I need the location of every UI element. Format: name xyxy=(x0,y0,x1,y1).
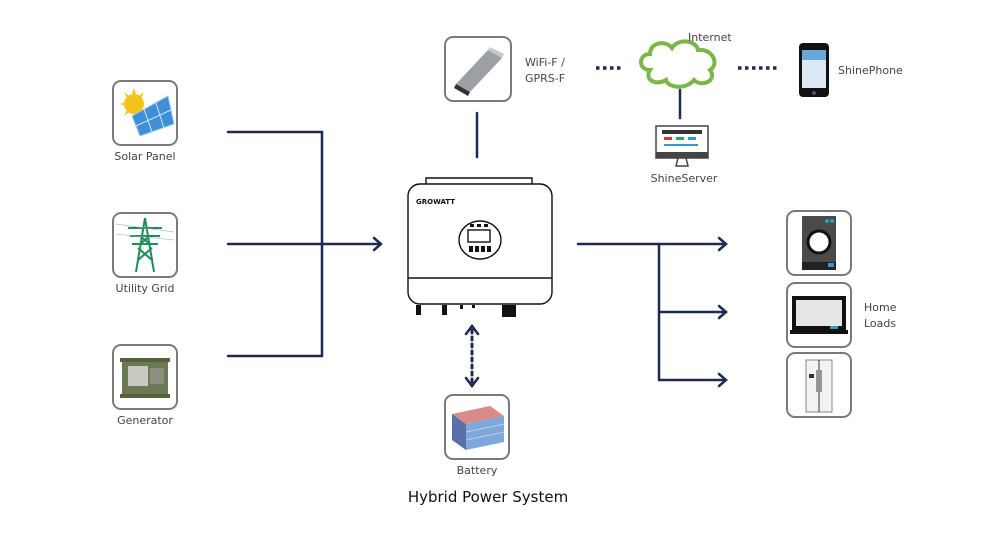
generator-icon xyxy=(120,358,170,398)
wifi-dongle-icon xyxy=(454,47,504,96)
internet-label: Internet xyxy=(688,31,732,44)
battery-tile xyxy=(444,394,510,460)
solar-line xyxy=(226,130,324,358)
diagram-title: Hybrid Power System xyxy=(407,488,569,506)
wifi-dongle-tile xyxy=(444,36,512,102)
home-loads-line-1: Home xyxy=(864,301,897,314)
battery-label: Battery xyxy=(456,464,498,477)
cloud-icon xyxy=(639,39,717,89)
power-tower-icon xyxy=(115,217,175,273)
television-icon xyxy=(790,296,848,334)
inverter-icon: GROWATT xyxy=(407,177,553,317)
home-loads-line-2: Loads xyxy=(864,317,897,330)
solar-panel-icon xyxy=(120,88,175,137)
washing-machine-tile xyxy=(786,210,852,276)
solar-panel-tile xyxy=(112,80,178,146)
shinephone-label: ShinePhone xyxy=(838,64,903,77)
wifi-dongle-label: WiFi-F / GPRS-F xyxy=(525,55,565,87)
washing-machine-icon xyxy=(802,216,836,270)
refrigerator-icon xyxy=(805,359,833,413)
shineserver-label: ShineServer xyxy=(650,172,718,185)
generator-tile xyxy=(112,344,178,410)
utility-grid-tile xyxy=(112,212,178,278)
utility-grid-label: Utility Grid xyxy=(115,282,175,295)
home-loads-label: Home Loads xyxy=(864,300,896,332)
battery-icon xyxy=(452,406,505,450)
wifi-label-line-1: WiFi-F / xyxy=(525,56,565,69)
inverter-brand: GROWATT xyxy=(416,198,455,206)
monitor-icon xyxy=(655,125,709,167)
load-bus xyxy=(576,242,728,382)
refrigerator-tile xyxy=(786,352,852,418)
inverter: GROWATT xyxy=(406,174,554,317)
television-tile xyxy=(786,282,852,348)
solar-panel-label: Solar Panel xyxy=(114,150,176,163)
generator-label: Generator xyxy=(117,414,173,427)
wifi-label-line-2: GPRS-F xyxy=(525,72,566,85)
smartphone-icon xyxy=(799,43,829,97)
